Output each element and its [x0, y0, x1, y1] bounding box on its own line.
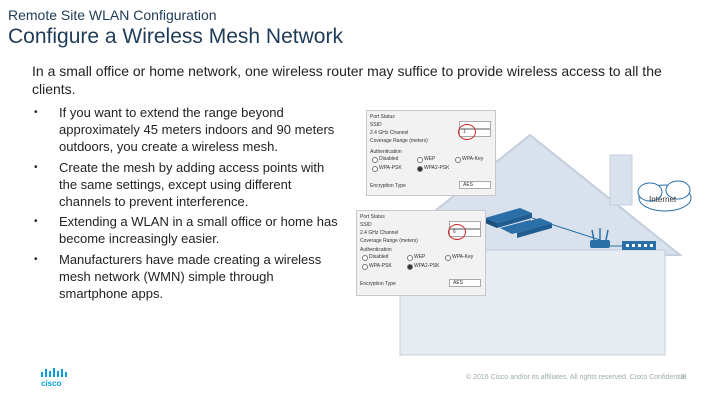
settings-screenshot-1: Port Status SSID 2.4 GHz Channel Coverag…	[366, 110, 496, 196]
radio-button-selected[interactable]	[417, 166, 423, 172]
cisco-logo: cisco	[41, 368, 67, 388]
radio-button[interactable]	[362, 264, 368, 270]
settings-row-label: Encryption Type	[370, 183, 406, 189]
encryption-select[interactable]	[459, 181, 491, 189]
radio-button[interactable]	[417, 157, 423, 163]
bullet-dot: •	[34, 107, 38, 118]
page-number: 8	[681, 374, 685, 381]
page-title: Configure a Wireless Mesh Network	[8, 25, 343, 48]
radio-button[interactable]	[362, 255, 368, 261]
bullet-item: • Extending a WLAN in a small office or h…	[34, 213, 344, 247]
settings-row-label: Authentication	[370, 149, 402, 155]
radio-label: WEP	[414, 254, 426, 260]
bullet-text: Extending a WLAN in a small office or ho…	[59, 214, 338, 247]
settings-row-label: 2.4 GHz Channel	[370, 130, 409, 136]
radio-label: WPA2-PSK	[424, 165, 450, 171]
settings-row-label: SSID	[370, 122, 382, 128]
radio-button[interactable]	[445, 255, 451, 261]
access-point-left	[500, 220, 542, 234]
settings-row-label: Coverage Range (meters)	[360, 238, 418, 244]
channel-highlight-circle	[448, 224, 466, 240]
encryption-value: AES	[463, 182, 474, 188]
access-point-top	[485, 208, 532, 228]
radio-label: WPA2-PSK	[414, 263, 440, 269]
encryption-value: AES	[453, 280, 464, 286]
settings-screenshot-2: Port Status SSID 2.4 GHz Channel Coverag…	[356, 210, 486, 296]
bullet-dot: •	[34, 161, 38, 173]
settings-row-label: Port Status	[370, 114, 395, 120]
radio-label: WPA-Key	[462, 156, 484, 162]
internet-cloud: Internet	[637, 180, 692, 212]
settings-row-label: SSID	[360, 222, 372, 228]
radio-label: Disabled	[379, 156, 399, 162]
bullet-dot: •	[34, 253, 38, 265]
radio-label: WEP	[424, 156, 436, 162]
intro-paragraph: In a small office or home network, one w…	[32, 63, 662, 97]
bullet-text: Create the mesh by adding access points …	[59, 159, 325, 210]
radio-label: WPA-PSK	[379, 165, 402, 171]
radio-label: Disabled	[369, 254, 389, 260]
radio-button[interactable]	[407, 255, 413, 261]
copyright-text: © 2016 Cisco and/or its affiliates. All …	[466, 374, 687, 381]
logo-text: cisco	[41, 379, 62, 388]
bullet-item: • If you want to extend the range beyond …	[34, 104, 344, 156]
section-supertitle: Remote Site WLAN Configuration	[8, 7, 217, 23]
settings-row-label: Coverage Range (meters)	[370, 138, 428, 144]
bullet-item: • Manufacturers have made creating a wire…	[34, 251, 344, 303]
switch-device	[622, 241, 656, 250]
cloud-label: Internet	[649, 195, 677, 204]
wireless-router	[590, 228, 610, 248]
bullet-text: Manufacturers have made creating a wirel…	[59, 251, 322, 302]
bullet-dot: •	[34, 216, 38, 228]
radio-button[interactable]	[372, 166, 378, 172]
radio-label: WPA-Key	[452, 254, 474, 260]
radio-button[interactable]	[372, 157, 378, 163]
bullet-text: If you want to extend the range beyond a…	[59, 105, 335, 155]
radio-button[interactable]	[455, 157, 461, 163]
settings-row-label: Port Status	[360, 214, 385, 220]
radio-button-selected[interactable]	[407, 264, 413, 270]
bullet-list: • If you want to extend the range beyond …	[34, 104, 344, 305]
settings-row-label: Authentication	[360, 247, 392, 253]
channel-highlight-circle	[458, 124, 476, 140]
encryption-select[interactable]	[449, 279, 481, 287]
settings-row-label: Encryption Type	[360, 281, 396, 287]
settings-row-label: 2.4 GHz Channel	[360, 230, 399, 236]
bullet-item: • Create the mesh by adding access points…	[34, 159, 344, 211]
radio-label: WPA-PSK	[369, 263, 392, 269]
